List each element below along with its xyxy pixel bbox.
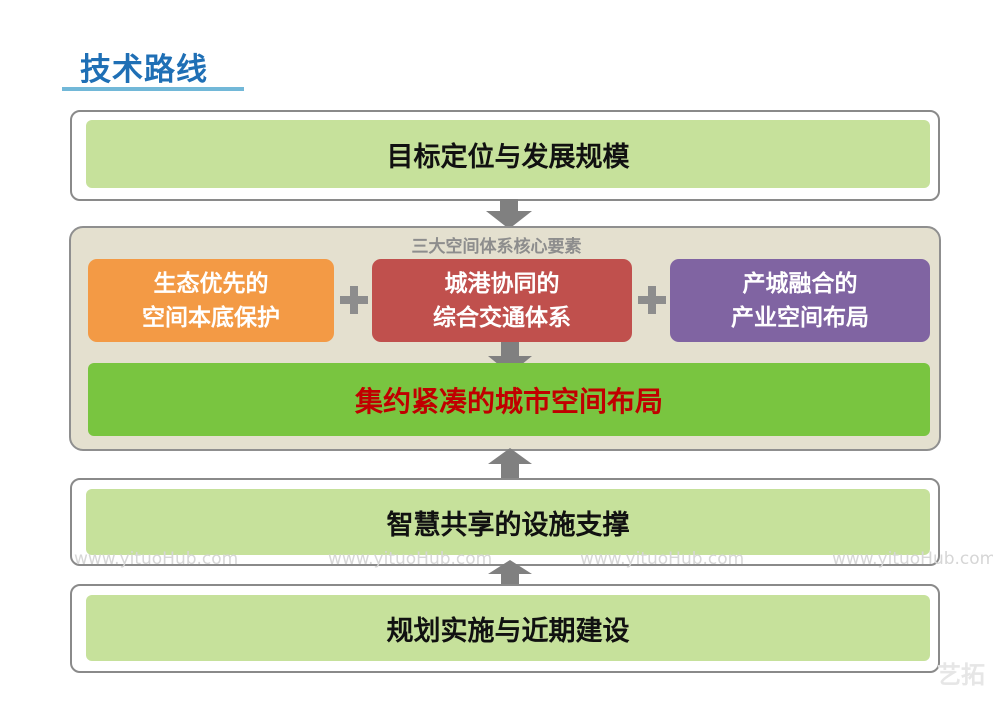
ecology-protection-box: 生态优先的 空间本底保护: [88, 259, 334, 342]
arrow-down-icon: [486, 199, 532, 229]
industry-line1: 产城融合的: [742, 270, 858, 297]
page-title: 技术路线: [80, 52, 208, 88]
arrow-up-icon: [488, 560, 532, 590]
title-underline: [62, 87, 244, 91]
watermark-text: www.yituoHub.com: [580, 549, 745, 569]
core-elements-caption: 三大空间体系核心要素: [411, 237, 582, 257]
watermark-text: www.yituoHub.com: [74, 549, 239, 569]
goal-positioning-box: 目标定位与发展规模: [86, 120, 930, 188]
arrow-up-icon: [488, 448, 532, 482]
logo-watermark: 艺拓: [937, 661, 985, 689]
plus-icon: [638, 286, 666, 314]
arrow-down-icon: [488, 342, 532, 374]
ecology-line2: 空间本底保护: [142, 304, 280, 331]
facility-support-box: 智慧共享的设施支撑: [86, 489, 930, 555]
industry-line2: 产业空间布局: [731, 304, 869, 331]
plus-icon: [340, 286, 368, 314]
transport-line1: 城港协同的: [444, 270, 560, 297]
implementation-box: 规划实施与近期建设: [86, 595, 930, 661]
transport-system-box: 城港协同的 综合交通体系: [372, 259, 632, 342]
transport-line2: 综合交通体系: [433, 304, 571, 331]
watermark-text: www.yituoHub.com: [832, 549, 993, 569]
compact-urban-layout-box: 集约紧凑的城市空间布局: [88, 363, 930, 436]
watermark-text: www.yituoHub.com: [328, 549, 493, 569]
ecology-line1: 生态优先的: [153, 270, 269, 297]
industry-layout-box: 产城融合的 产业空间布局: [670, 259, 930, 342]
